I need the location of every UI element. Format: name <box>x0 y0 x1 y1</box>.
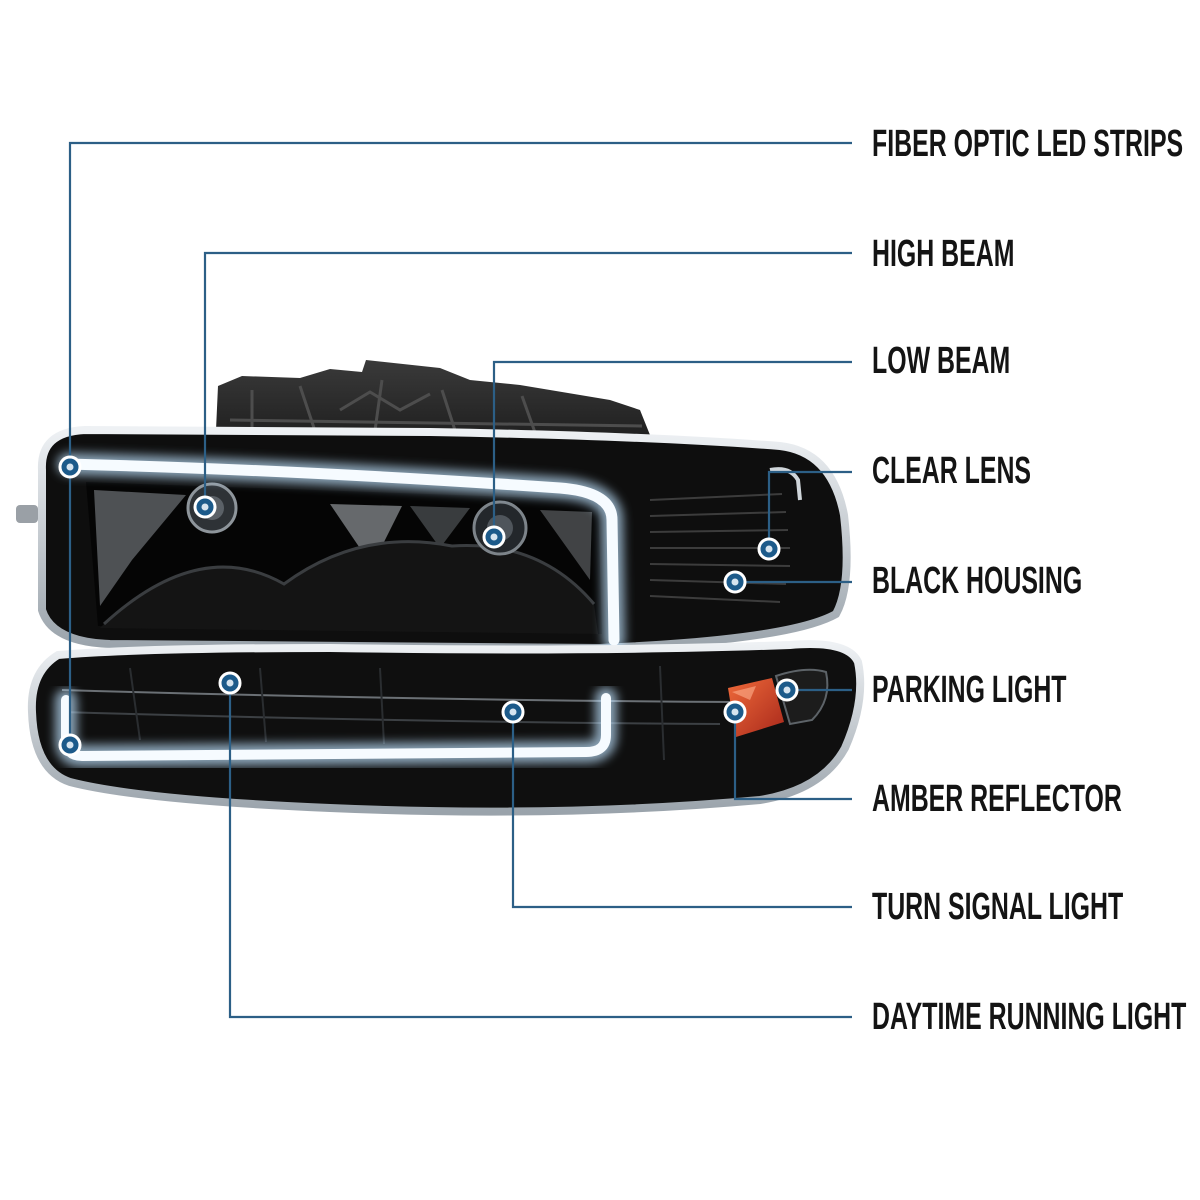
fiber-optic-led-strip-upper <box>57 453 625 651</box>
callout-dot-low-beam <box>482 525 506 549</box>
callout-line-daytime-running-light <box>228 683 852 1019</box>
label-turn-signal-light: TURN SIGNAL LIGHT <box>872 886 1124 928</box>
callout-dot-black-housing <box>723 570 747 594</box>
callout-line-amber-reflector <box>733 712 852 801</box>
label-clear-lens: CLEAR LENS <box>872 450 1032 492</box>
black-housing-ribs <box>649 493 791 603</box>
headlamp-assembly <box>37 425 851 653</box>
label-amber-reflector: AMBER REFLECTOR <box>872 778 1122 820</box>
callout-dots <box>58 455 799 757</box>
callout-dot-high-beam <box>193 495 217 519</box>
label-fiber-optic-led-strips: FIBER OPTIC LED STRIPS <box>872 123 1184 165</box>
label-black-housing: BLACK HOUSING <box>872 560 1083 602</box>
callout-line-high-beam <box>203 251 852 507</box>
callout-dot-fiber-optic-lower <box>58 733 82 757</box>
label-parking-light: PARKING LIGHT <box>872 669 1067 711</box>
callout-dot-parking-light <box>775 678 799 702</box>
label-high-beam: HIGH BEAM <box>872 233 1015 275</box>
callout-line-fiber-optic-led-strips <box>68 141 852 745</box>
callout-dot-daytime-running-light <box>218 671 242 695</box>
callout-line-turn-signal-light <box>511 712 852 909</box>
callout-dot-turn-signal-light <box>501 700 525 724</box>
label-low-beam: LOW BEAM <box>872 340 1011 382</box>
callout-dot-clear-lens <box>757 537 781 561</box>
callout-lines <box>68 141 852 1019</box>
callout-line-low-beam <box>492 360 852 537</box>
label-daytime-running-light: DAYTIME RUNNING LIGHT <box>872 996 1187 1038</box>
callout-dot-amber-reflector <box>723 700 747 724</box>
callout-dot-fiber-optic-upper <box>58 455 82 479</box>
callout-line-clear-lens <box>767 470 852 549</box>
